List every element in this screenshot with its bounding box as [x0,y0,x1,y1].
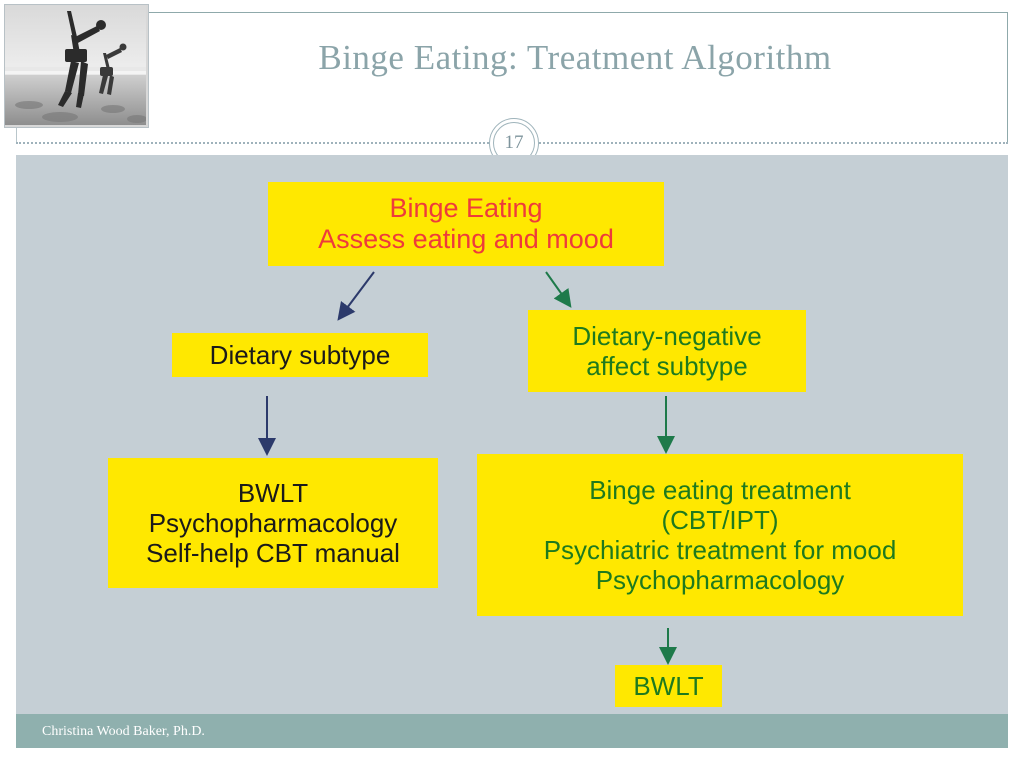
header-frame-border [142,12,1008,143]
footer-bar [16,714,1008,748]
flow-node-dietary-negative-affect-subtype[interactable]: Dietary-negative affect subtype [528,310,806,392]
flow-node-label: Binge Eating Assess eating and mood [318,192,614,254]
flow-node-label: Binge eating treatment (CBT/IPT) Psychia… [543,474,897,596]
flow-node-dietary-subtype[interactable]: Dietary subtype [172,333,428,377]
slide-header: Binge Eating: Treatment Algorithm 17 [0,0,1024,168]
flow-node-bwlt-final[interactable]: BWLT [615,665,722,707]
flow-node-label: BWLT Psychopharmacology Self-help CBT ma… [146,477,400,569]
flow-node-label: Dietary-negative affect subtype [572,320,762,381]
page-title: Binge Eating: Treatment Algorithm [318,38,832,77]
flow-node-binge-eating-treatment[interactable]: Binge eating treatment (CBT/IPT) Psychia… [477,454,963,616]
flow-node-label: Dietary subtype [209,339,391,370]
flow-node-binge-eating[interactable]: Binge Eating Assess eating and mood [268,182,664,266]
page-number-label: 17 [504,132,524,153]
beach-cartwheel-photo [4,4,149,128]
flow-node-label: BWLT [633,670,704,701]
footer-author-label: Christina Wood Baker, Ph.D. [42,724,205,739]
flow-node-bwlt-psychopharmacology-selfhelp[interactable]: BWLT Psychopharmacology Self-help CBT ma… [108,458,438,588]
